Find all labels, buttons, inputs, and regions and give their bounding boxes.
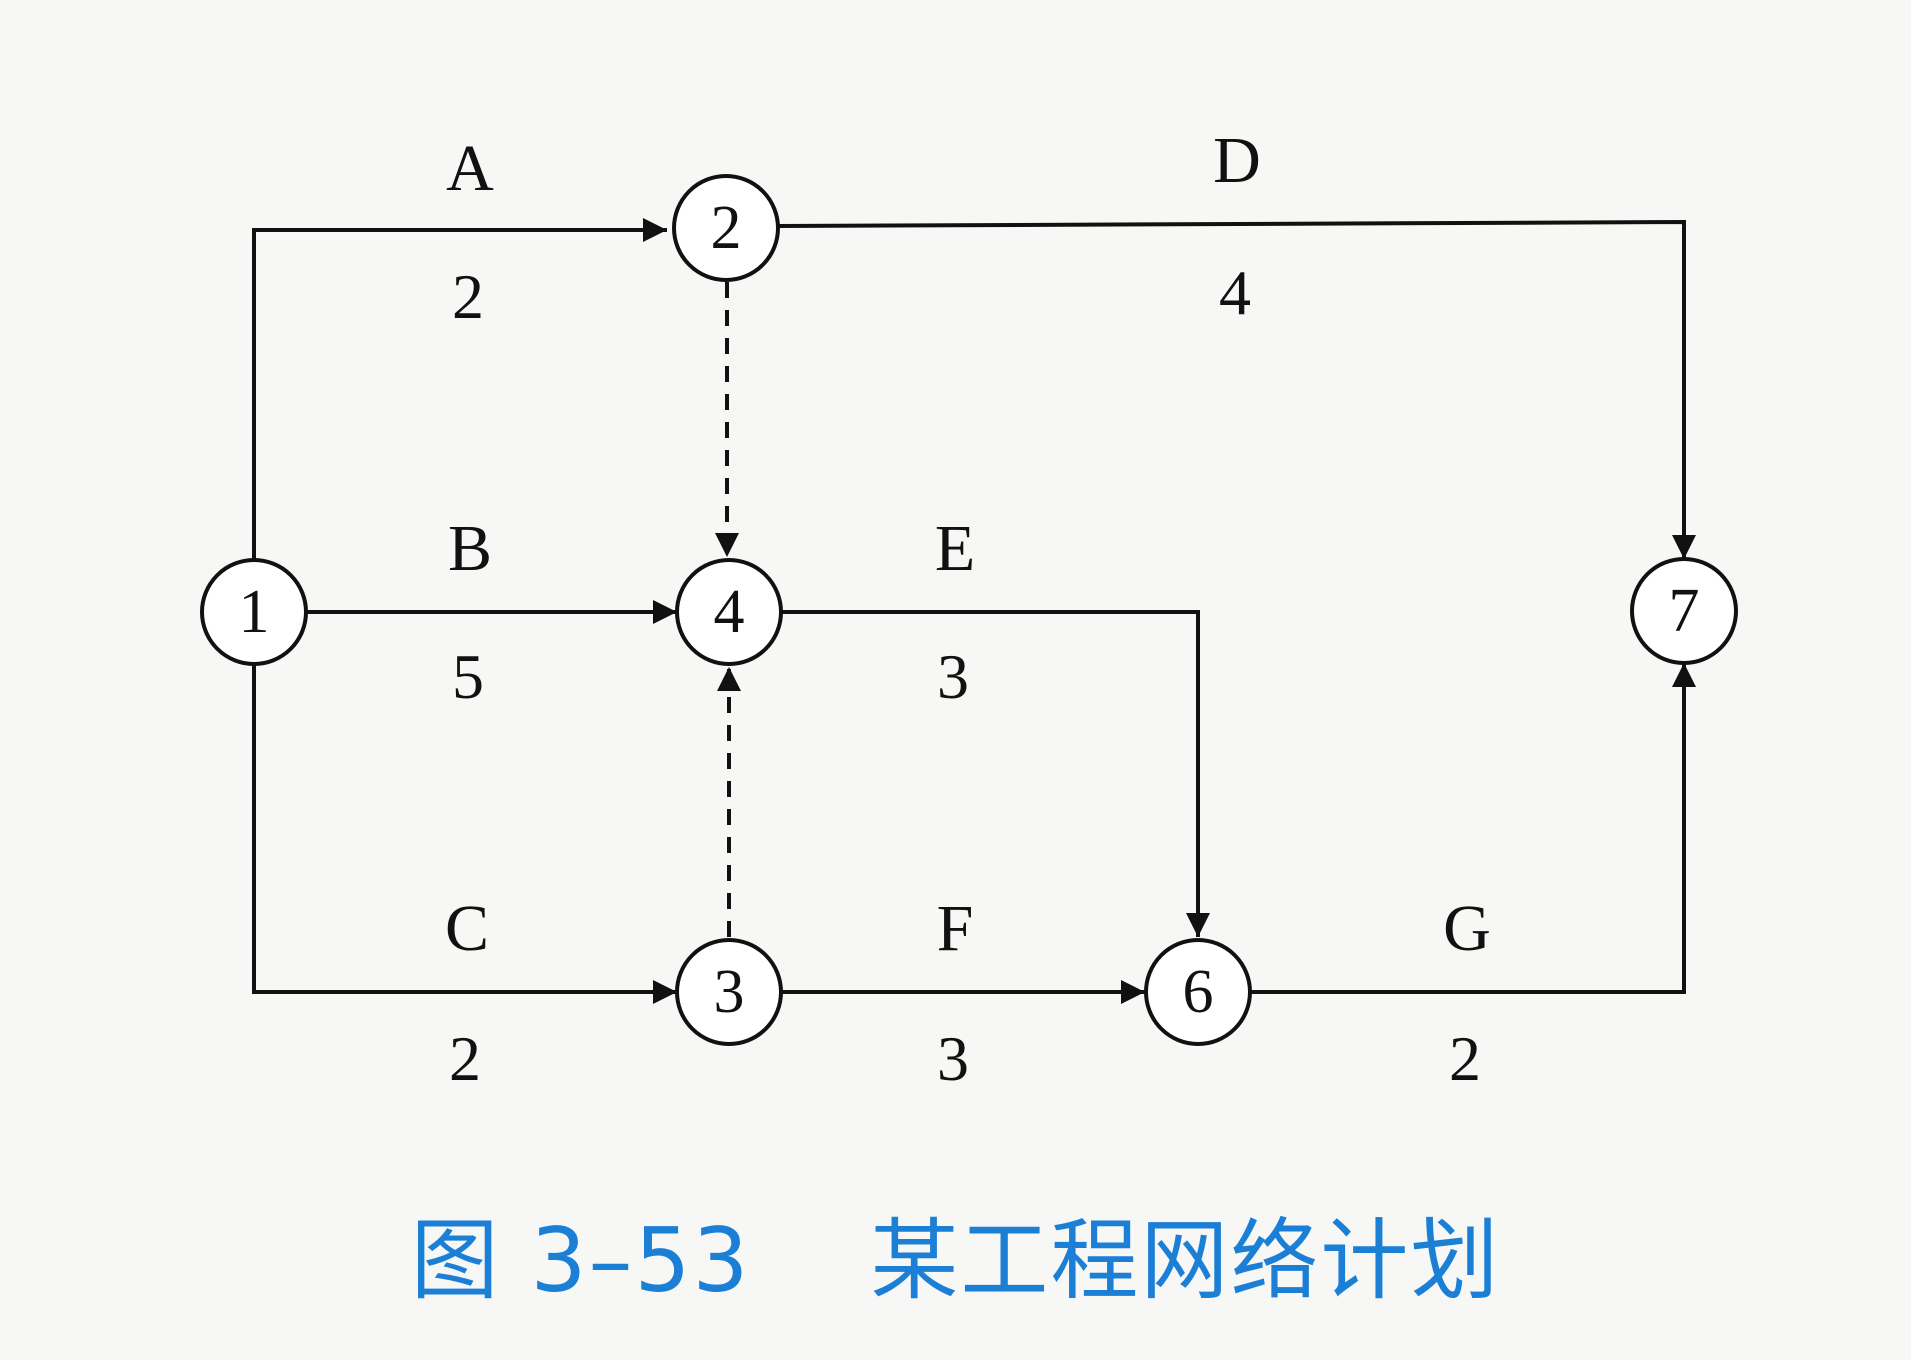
- node-2-circle: [672, 174, 780, 282]
- activity-e-name: E: [935, 512, 975, 585]
- activity-d-arrow: [777, 219, 1696, 559]
- node-7-circle: [1630, 557, 1738, 665]
- activity-edges: [252, 218, 1696, 1004]
- activity-labels: A 2 B 5 C 2 D 4 E 3 F 3 G 2: [445, 124, 1491, 1094]
- activity-c-duration: 2: [449, 1023, 481, 1094]
- node-4: 4: [675, 558, 783, 666]
- node-7: 7: [1630, 557, 1738, 665]
- activity-d-name: D: [1213, 124, 1261, 197]
- figure-number: 图 3–53: [410, 1209, 751, 1312]
- event-nodes: 1 2 3 4 6 7: [200, 174, 1738, 1046]
- activity-f-name: F: [937, 892, 974, 965]
- activity-a-duration: 2: [452, 261, 484, 332]
- node-6: 6: [1144, 938, 1252, 1046]
- activity-g-arrow: [1250, 663, 1696, 994]
- node-1: 1: [200, 558, 308, 666]
- activity-c-name: C: [445, 892, 489, 965]
- node-3-label: 3: [714, 958, 745, 1026]
- activity-b-duration: 5: [452, 641, 484, 712]
- node-6-circle: [1144, 938, 1252, 1046]
- node-4-circle: [675, 558, 783, 666]
- node-2-label: 2: [711, 194, 742, 262]
- figure-caption: 图 3–53 某工程网络计划: [0, 1190, 1911, 1317]
- activity-d-duration: 4: [1219, 257, 1251, 328]
- activity-b-name: B: [448, 512, 492, 585]
- node-1-circle: [200, 558, 308, 666]
- activity-e-arrow: [781, 610, 1210, 937]
- activity-a-name: A: [446, 132, 494, 205]
- node-6-label: 6: [1183, 958, 1214, 1026]
- caption-gap: [751, 1209, 871, 1312]
- node-1-label: 1: [239, 578, 270, 646]
- figure-title: 某工程网络计划: [870, 1209, 1501, 1312]
- node-2: 2: [672, 174, 780, 282]
- activity-c-arrow: [252, 664, 677, 1004]
- activity-g-name: G: [1443, 892, 1491, 965]
- node-7-label: 7: [1669, 577, 1700, 645]
- node-3: 3: [675, 938, 783, 1046]
- node-3-circle: [675, 938, 783, 1046]
- activity-g-duration: 2: [1449, 1023, 1481, 1094]
- activity-f-duration: 3: [937, 1023, 969, 1094]
- activity-e-duration: 3: [937, 641, 969, 712]
- node-4-label: 4: [714, 578, 745, 646]
- activity-a-arrow: [252, 218, 667, 560]
